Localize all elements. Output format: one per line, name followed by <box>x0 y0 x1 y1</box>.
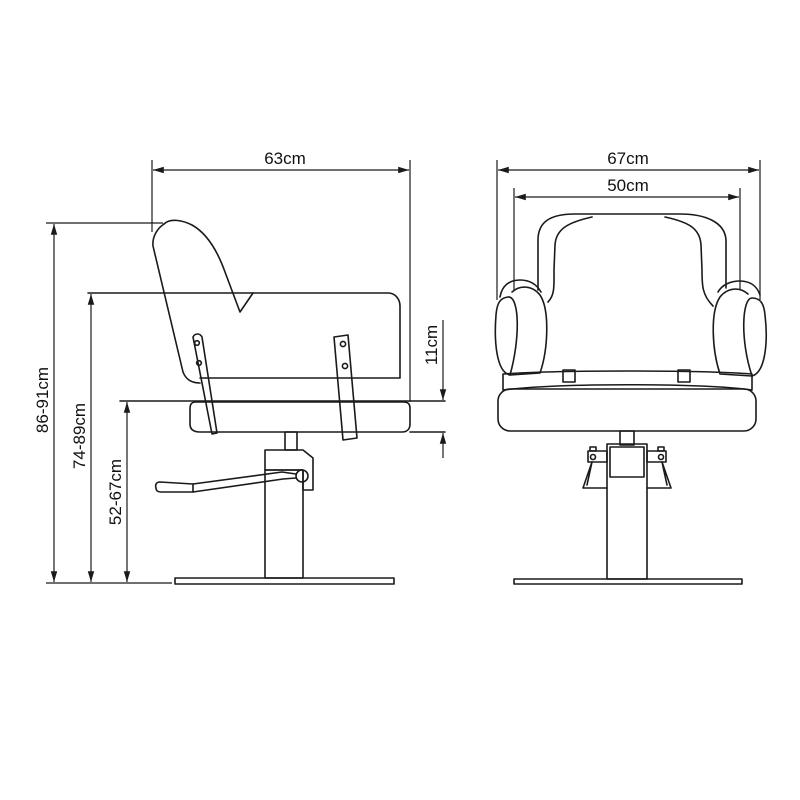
lever-handle <box>154 481 194 493</box>
seat-width-label: 50cm <box>607 176 649 195</box>
height-dimension-52-67: 52-67cm <box>106 402 131 582</box>
hydraulic-column-front <box>606 443 648 580</box>
foot-bracket <box>582 446 672 489</box>
lever-pivot <box>295 469 309 483</box>
bracket-front <box>192 333 218 435</box>
pump-lever <box>192 471 297 493</box>
seat-rail <box>502 370 753 391</box>
bracket-rear <box>333 334 358 441</box>
overall-height-label: 86-91cm <box>33 367 52 433</box>
armrest-left-front <box>494 279 548 376</box>
front-view: 67cm 50cm <box>494 149 767 585</box>
overall-width-label: 67cm <box>607 149 649 168</box>
width-dimension-67: 67cm <box>496 149 761 300</box>
armrest-right-front <box>712 280 767 377</box>
armrest-side <box>199 292 401 379</box>
backrest-side <box>152 223 201 384</box>
seat-front <box>497 388 757 432</box>
width-dimension-50: 50cm <box>513 176 741 290</box>
base-plate-side <box>174 577 395 585</box>
column-neck <box>284 431 298 451</box>
seat-height-label: 52-67cm <box>106 459 125 525</box>
pump-housing-front <box>609 446 645 478</box>
thickness-dimension-11: 11cm <box>422 320 447 458</box>
armrest-height-label: 74-89cm <box>70 403 89 469</box>
seat-side <box>189 401 411 433</box>
backrest-front <box>537 213 727 291</box>
column-neck-front <box>619 430 635 446</box>
height-dimension-74-89: 74-89cm <box>70 294 95 582</box>
side-view: 63cm <box>33 149 447 585</box>
width-label: 63cm <box>264 149 306 168</box>
height-dimension-86-91: 86-91cm <box>33 222 172 584</box>
base-plate-front <box>513 578 743 585</box>
width-dimension-63: 63cm <box>151 149 411 402</box>
hydraulic-column <box>264 469 304 579</box>
seat-thickness-label: 11cm <box>422 325 441 365</box>
